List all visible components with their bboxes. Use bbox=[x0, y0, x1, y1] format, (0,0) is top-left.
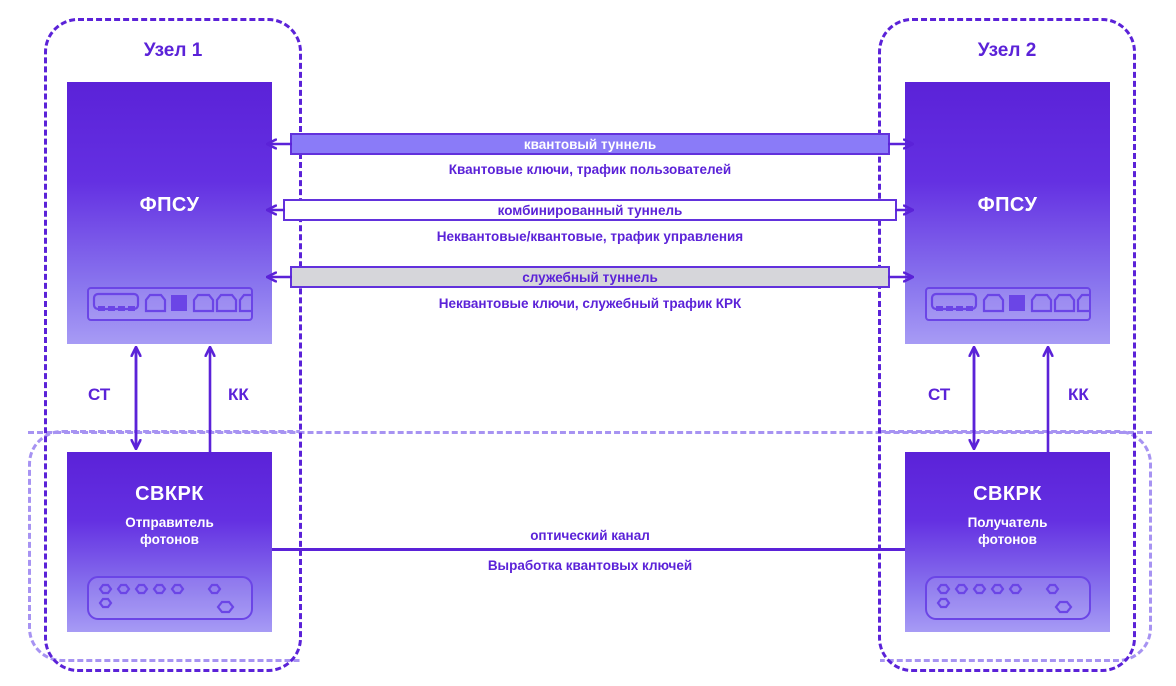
fpsu-right-port-icons bbox=[930, 292, 1099, 313]
fpsu-left-port-icons bbox=[92, 292, 261, 313]
link-label-left-kk: КК bbox=[228, 385, 249, 404]
tunnel-quantum[interactable]: квантовый туннель bbox=[290, 133, 890, 155]
tunnel-combined-label: комбинированный туннель bbox=[497, 202, 683, 218]
device-fpsu-right-title: ФПСУ bbox=[977, 194, 1038, 216]
optical-channel-label: оптический канал bbox=[530, 528, 650, 543]
fpsu-left-front-panel bbox=[87, 287, 261, 321]
device-svkrk-right-title: СВКРК bbox=[973, 483, 1042, 505]
optical-channel-line bbox=[272, 548, 905, 551]
tunnel-service[interactable]: служебный туннель bbox=[290, 266, 890, 288]
tunnel-service-label: служебный туннель bbox=[522, 269, 658, 285]
device-svkrk-right-subtitle: Получатель фотонов bbox=[968, 514, 1048, 548]
svkrk-left-sub-line1: Отправитель bbox=[125, 515, 214, 530]
quantum-layer-divider bbox=[28, 431, 1152, 434]
node-title-left: Узел 1 bbox=[143, 40, 203, 61]
optical-channel-description: Выработка квантовых ключей bbox=[487, 558, 693, 573]
fpsu-right-front-panel bbox=[925, 287, 1099, 321]
device-svkrk-left[interactable]: СВКРК Отправитель фотонов bbox=[67, 452, 272, 632]
tunnel-combined-description: Неквантовые/квантовые, трафик управления bbox=[436, 229, 744, 244]
svkrk-right-sub-line1: Получатель bbox=[967, 515, 1048, 530]
svkrk-left-front-panel bbox=[87, 576, 253, 620]
device-svkrk-left-subtitle: Отправитель фотонов bbox=[125, 514, 214, 548]
tunnel-quantum-description: Квантовые ключи, трафик пользователей bbox=[448, 162, 732, 177]
link-label-right-kk: КК bbox=[1068, 385, 1089, 404]
tunnel-quantum-label: квантовый туннель bbox=[523, 136, 657, 152]
link-label-left-st: СТ bbox=[88, 385, 111, 404]
device-svkrk-left-title: СВКРК bbox=[135, 483, 204, 505]
svkrk-right-front-panel bbox=[925, 576, 1091, 620]
svkrk-left-sub-line2: фотонов bbox=[140, 532, 199, 547]
device-svkrk-right[interactable]: СВКРК Получатель фотонов bbox=[905, 452, 1110, 632]
node-title-right: Узел 2 bbox=[977, 40, 1037, 61]
device-fpsu-left[interactable]: ФПСУ bbox=[67, 82, 272, 344]
device-fpsu-right[interactable]: ФПСУ bbox=[905, 82, 1110, 344]
tunnel-service-description: Неквантовые ключи, служебный трафик КРК bbox=[438, 296, 742, 311]
svkrk-right-port-icons bbox=[936, 583, 1073, 614]
node-region-left bbox=[44, 18, 302, 672]
svkrk-right-sub-line2: фотонов bbox=[978, 532, 1037, 547]
node-region-right bbox=[878, 18, 1136, 672]
link-label-right-st: СТ bbox=[928, 385, 951, 404]
tunnel-combined[interactable]: комбинированный туннель bbox=[283, 199, 897, 221]
svkrk-left-port-icons bbox=[98, 583, 235, 614]
device-fpsu-left-title: ФПСУ bbox=[139, 194, 200, 216]
